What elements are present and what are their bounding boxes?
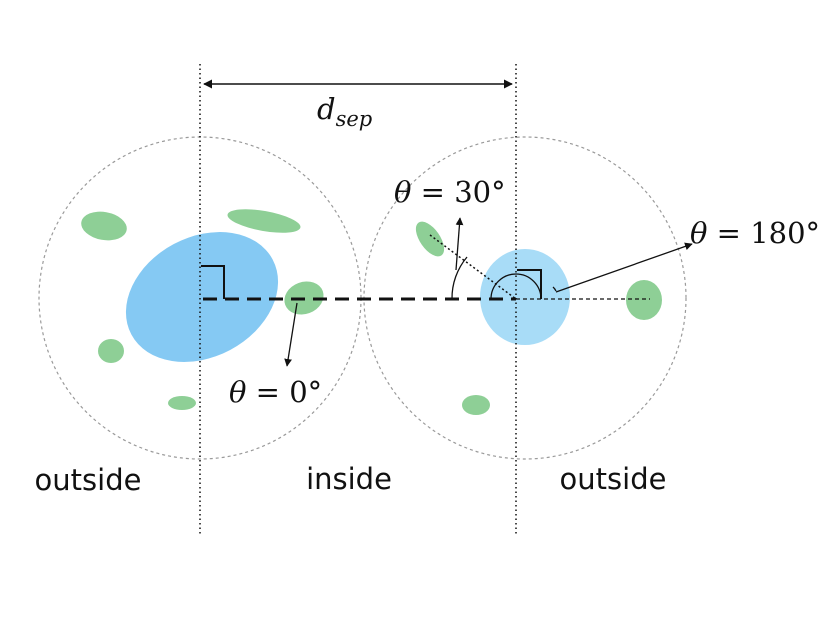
left-large-particle [125,232,279,362]
theta-30-label: θ = 30° [394,175,506,209]
right-large-particle [480,249,570,345]
separation-label: dsep [317,92,372,131]
region-right-label: outside [560,462,667,496]
region-middle-label: inside [306,462,392,496]
theta-30-angle-arc [451,256,468,300]
left-right-angle-marker [201,265,225,299]
theta-180-small-arc [552,286,557,292]
theta-180-label: θ = 180° [690,216,820,250]
theta-0-label: θ = 0° [229,375,322,409]
theta-180-arrow [555,242,693,293]
region-left-label: outside [35,463,142,497]
small-particle-left-bottom [168,396,196,410]
theta-0-arrow [284,302,298,367]
small-particle-theta-30 [415,221,445,257]
small-particle-left-upper [81,211,127,241]
small-particle-left-lower [98,339,124,363]
small-particle-right-bottom [462,395,490,415]
right-right-angle-marker [517,269,542,299]
small-particle-theta-180 [626,280,662,320]
theta-30-arrow [455,217,464,271]
small-particle-left-top-elongated [227,209,301,233]
theta-180-angle-arc [490,273,542,300]
